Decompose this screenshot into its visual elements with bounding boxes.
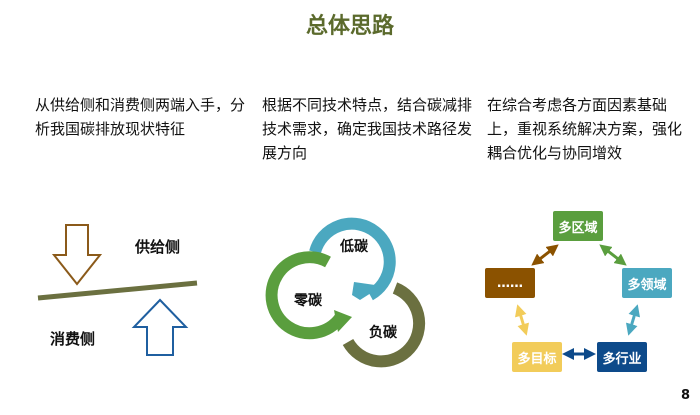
balance-bar <box>37 280 198 301</box>
column-text-2: 根据不同技术特点，结合碳减排技术需求，确定我国技术路径发展方向 <box>262 96 473 162</box>
negative-carbon-label: 负碳 <box>369 325 397 341</box>
carbon-cycle-diagram <box>265 217 426 368</box>
page-number: 8 <box>680 388 690 403</box>
zero-carbon-arc <box>265 251 345 340</box>
box-more: …… <box>485 268 535 298</box>
box-multi-field: 多领域 <box>622 268 672 298</box>
low-carbon-arrowhead <box>352 282 382 300</box>
arrow-target-more <box>514 304 530 336</box>
balance-diagram <box>37 224 198 356</box>
demand-side-label: 消费侧 <box>50 330 96 348</box>
low-carbon-label: 低碳 <box>340 239 368 255</box>
network-arrows <box>514 244 641 360</box>
arrow-field-industry <box>625 304 641 336</box>
arrow-region-field <box>599 244 627 266</box>
column-text-3: 在综合考虑各方面因素基础上，重视系统解决方案，强化耦合优化与协同增效 <box>487 96 683 162</box>
box-multi-region: 多区域 <box>553 211 603 241</box>
box-multi-industry: 多行业 <box>597 342 647 372</box>
column-text-1: 从供给侧和消费侧两端入手，分析我国碳排放现状特征 <box>35 96 246 138</box>
zero-carbon-label: 零碳 <box>294 293 322 309</box>
supply-side-label: 供给侧 <box>135 238 181 256</box>
box-multi-target: 多目标 <box>512 342 562 372</box>
negative-carbon-arc <box>342 282 426 368</box>
page-title: 总体思路 <box>305 14 394 39</box>
down-arrow-icon <box>51 224 103 286</box>
zero-carbon-arrowhead <box>334 310 352 332</box>
up-arrow-icon <box>131 298 189 356</box>
arrow-region-more <box>531 244 559 266</box>
low-carbon-arc <box>309 217 396 301</box>
